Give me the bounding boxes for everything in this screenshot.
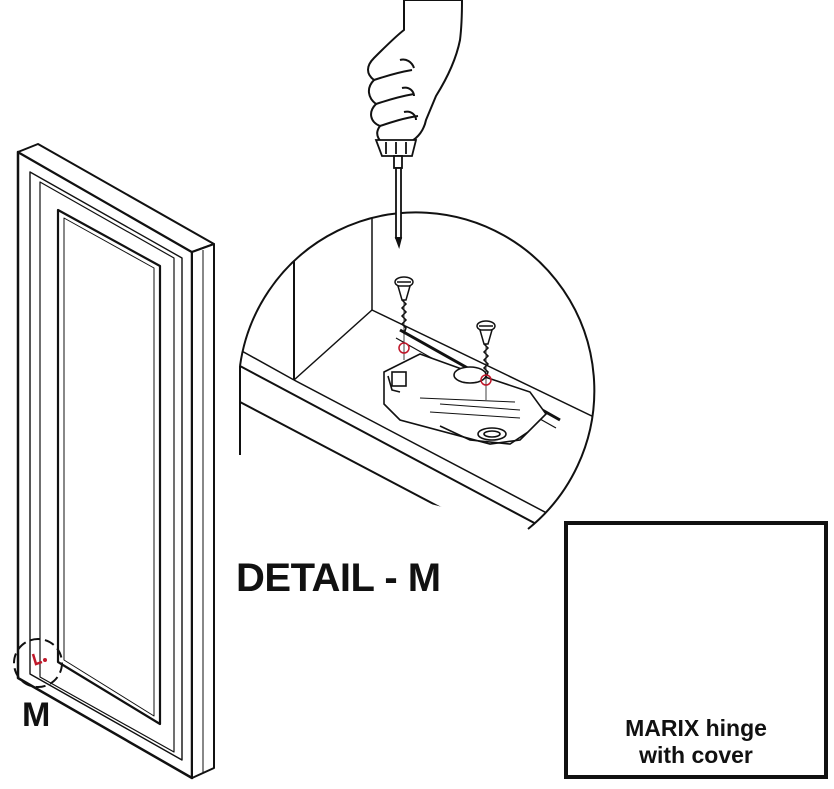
detail-marker-circle [13, 638, 63, 688]
detail-title: DETAIL - M [236, 556, 441, 600]
detail-marker-label: M [22, 696, 51, 734]
screw-icon [394, 276, 414, 360]
screw-hole-marker [398, 342, 410, 354]
hinge-caption-line2: with cover [639, 742, 753, 768]
screw-icon [476, 320, 496, 400]
hinge-plate [383, 353, 548, 445]
screwdriver-icon [374, 139, 418, 250]
detail-circle [239, 211, 596, 530]
cabinet-door [16, 143, 215, 780]
screw-hole-marker [480, 374, 492, 386]
hinge-caption: MARIX hinge with cover [568, 715, 824, 769]
hinge-caption-line1: MARIX hinge [625, 715, 767, 741]
hinge-inset-box: MARIX hinge with cover [564, 521, 828, 779]
hand-icon [367, 0, 463, 147]
